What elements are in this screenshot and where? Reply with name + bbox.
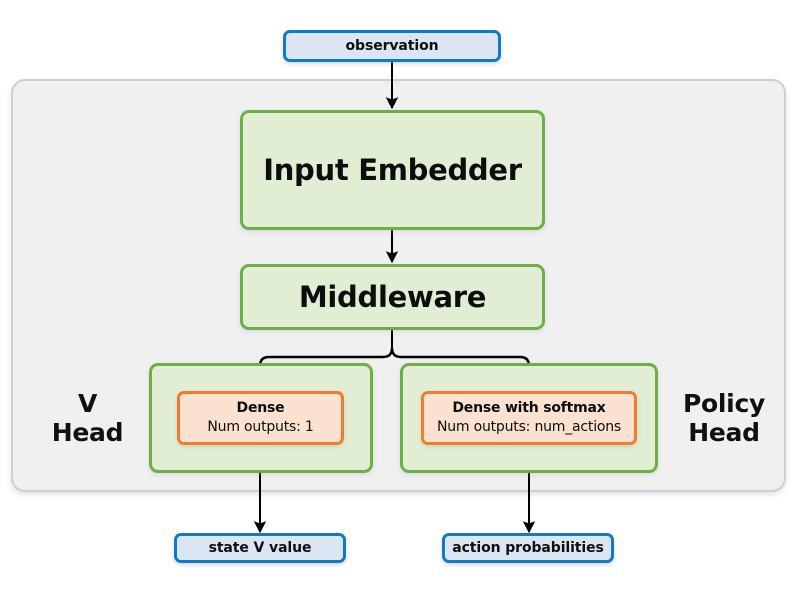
policy-head-caption-line2: Head: [688, 418, 760, 447]
node-policy-head-dense-title: Dense with softmax: [452, 400, 606, 417]
policy-head-caption: Policy Head: [664, 382, 784, 454]
node-policy-head-dense[interactable]: Dense with softmax Num outputs: num_acti…: [421, 391, 637, 445]
node-state-v-value[interactable]: state V value: [174, 533, 346, 563]
node-v-head-dense[interactable]: Dense Num outputs: 1: [177, 391, 344, 445]
node-v-head-dense-title: Dense: [236, 400, 285, 417]
node-input-embedder-label: Input Embedder: [263, 153, 522, 187]
v-head-caption-line2: Head: [51, 418, 124, 447]
node-observation-label: observation: [345, 38, 439, 54]
node-state-v-value-label: state V value: [208, 540, 312, 556]
node-input-embedder[interactable]: Input Embedder: [240, 110, 545, 230]
node-observation[interactable]: observation: [283, 30, 501, 62]
node-action-probabilities[interactable]: action probabilities: [442, 533, 614, 563]
node-middleware-label: Middleware: [298, 280, 487, 314]
node-action-probabilities-label: action probabilities: [452, 540, 604, 556]
v-head-caption-line1: V: [77, 388, 98, 418]
v-head-caption: V Head: [35, 382, 140, 454]
node-middleware[interactable]: Middleware: [240, 264, 545, 330]
node-v-head-dense-subtitle: Num outputs: 1: [207, 418, 314, 435]
node-policy-head-dense-subtitle: Num outputs: num_actions: [436, 418, 622, 435]
policy-head-caption-line1: Policy: [683, 388, 765, 418]
